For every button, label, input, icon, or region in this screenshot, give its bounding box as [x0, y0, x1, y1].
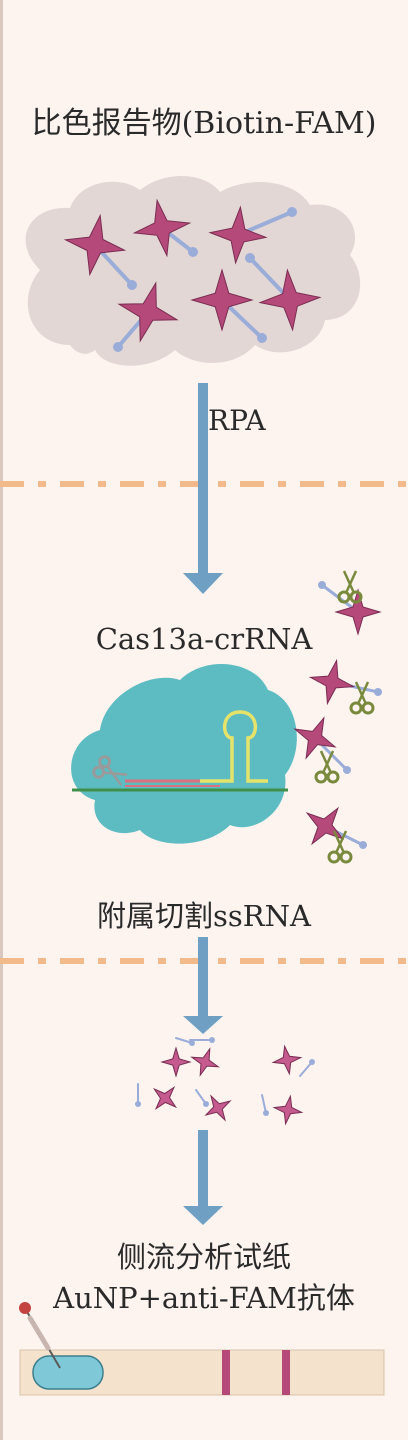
cleaved-reporters-right	[293, 569, 382, 864]
star-icon	[272, 1094, 304, 1126]
star-icon	[117, 281, 179, 343]
biotin-bead	[135, 1101, 141, 1107]
star-icon	[160, 1046, 192, 1078]
star-icon	[152, 1085, 178, 1111]
biotin-bead	[263, 1110, 269, 1116]
biotin-bead	[287, 207, 297, 217]
biotin-bead	[374, 688, 382, 696]
star-icon	[308, 658, 356, 706]
sample-pad	[32, 1355, 104, 1390]
biotin-bead	[257, 333, 267, 343]
lfa-label-line2: AuNP+anti-FAM抗体	[53, 1281, 355, 1315]
star-icon	[204, 1094, 232, 1122]
star-icon	[63, 213, 127, 277]
biotin-bead	[359, 841, 367, 849]
biotin-bead	[188, 247, 198, 257]
biotin-bead	[245, 253, 255, 263]
star-icon	[258, 268, 322, 332]
biotin-bead	[127, 280, 137, 290]
cas13a-protein	[71, 663, 297, 844]
reporter-tether	[261, 1094, 267, 1114]
star-icon	[271, 1044, 303, 1076]
arrow-down-icon	[183, 937, 223, 1034]
biotin-bead	[113, 342, 123, 352]
biotin-bead	[203, 1101, 209, 1107]
lfa-label-line1: 侧流分析试纸	[116, 1240, 291, 1274]
star-icon	[305, 806, 345, 846]
cas13-label: Cas13a-crRNA	[95, 622, 313, 656]
star-icon	[132, 198, 192, 258]
biotin-bead	[318, 581, 326, 589]
rpa-label: RPA	[208, 404, 266, 437]
star-icon	[334, 588, 382, 636]
star-icon	[208, 205, 268, 265]
edge-stripe	[0, 0, 3, 1440]
crRNA-hairpin	[200, 710, 268, 783]
biotin-bead	[189, 1040, 195, 1046]
dropper-icon	[19, 1302, 61, 1369]
arrow-down-icon	[183, 383, 223, 594]
biotin-bead	[209, 1037, 215, 1043]
collateral-label: 附属切割ssRNA	[97, 899, 311, 933]
star-icon	[293, 716, 337, 760]
biotin-bead	[309, 1059, 315, 1065]
star-icon	[190, 1047, 220, 1077]
cleaved-fragments	[135, 1037, 315, 1126]
arrow-down-icon	[183, 1130, 223, 1225]
reporter-molecules	[63, 198, 322, 352]
control-line	[282, 1350, 290, 1395]
reporter-title: 比色报告物(Biotin-FAM)	[31, 106, 377, 141]
reporter-tether	[299, 1061, 313, 1077]
biotin-bead	[343, 766, 351, 774]
test-line	[222, 1350, 230, 1395]
star-icon	[190, 268, 254, 332]
reporter-cloud	[25, 175, 361, 366]
